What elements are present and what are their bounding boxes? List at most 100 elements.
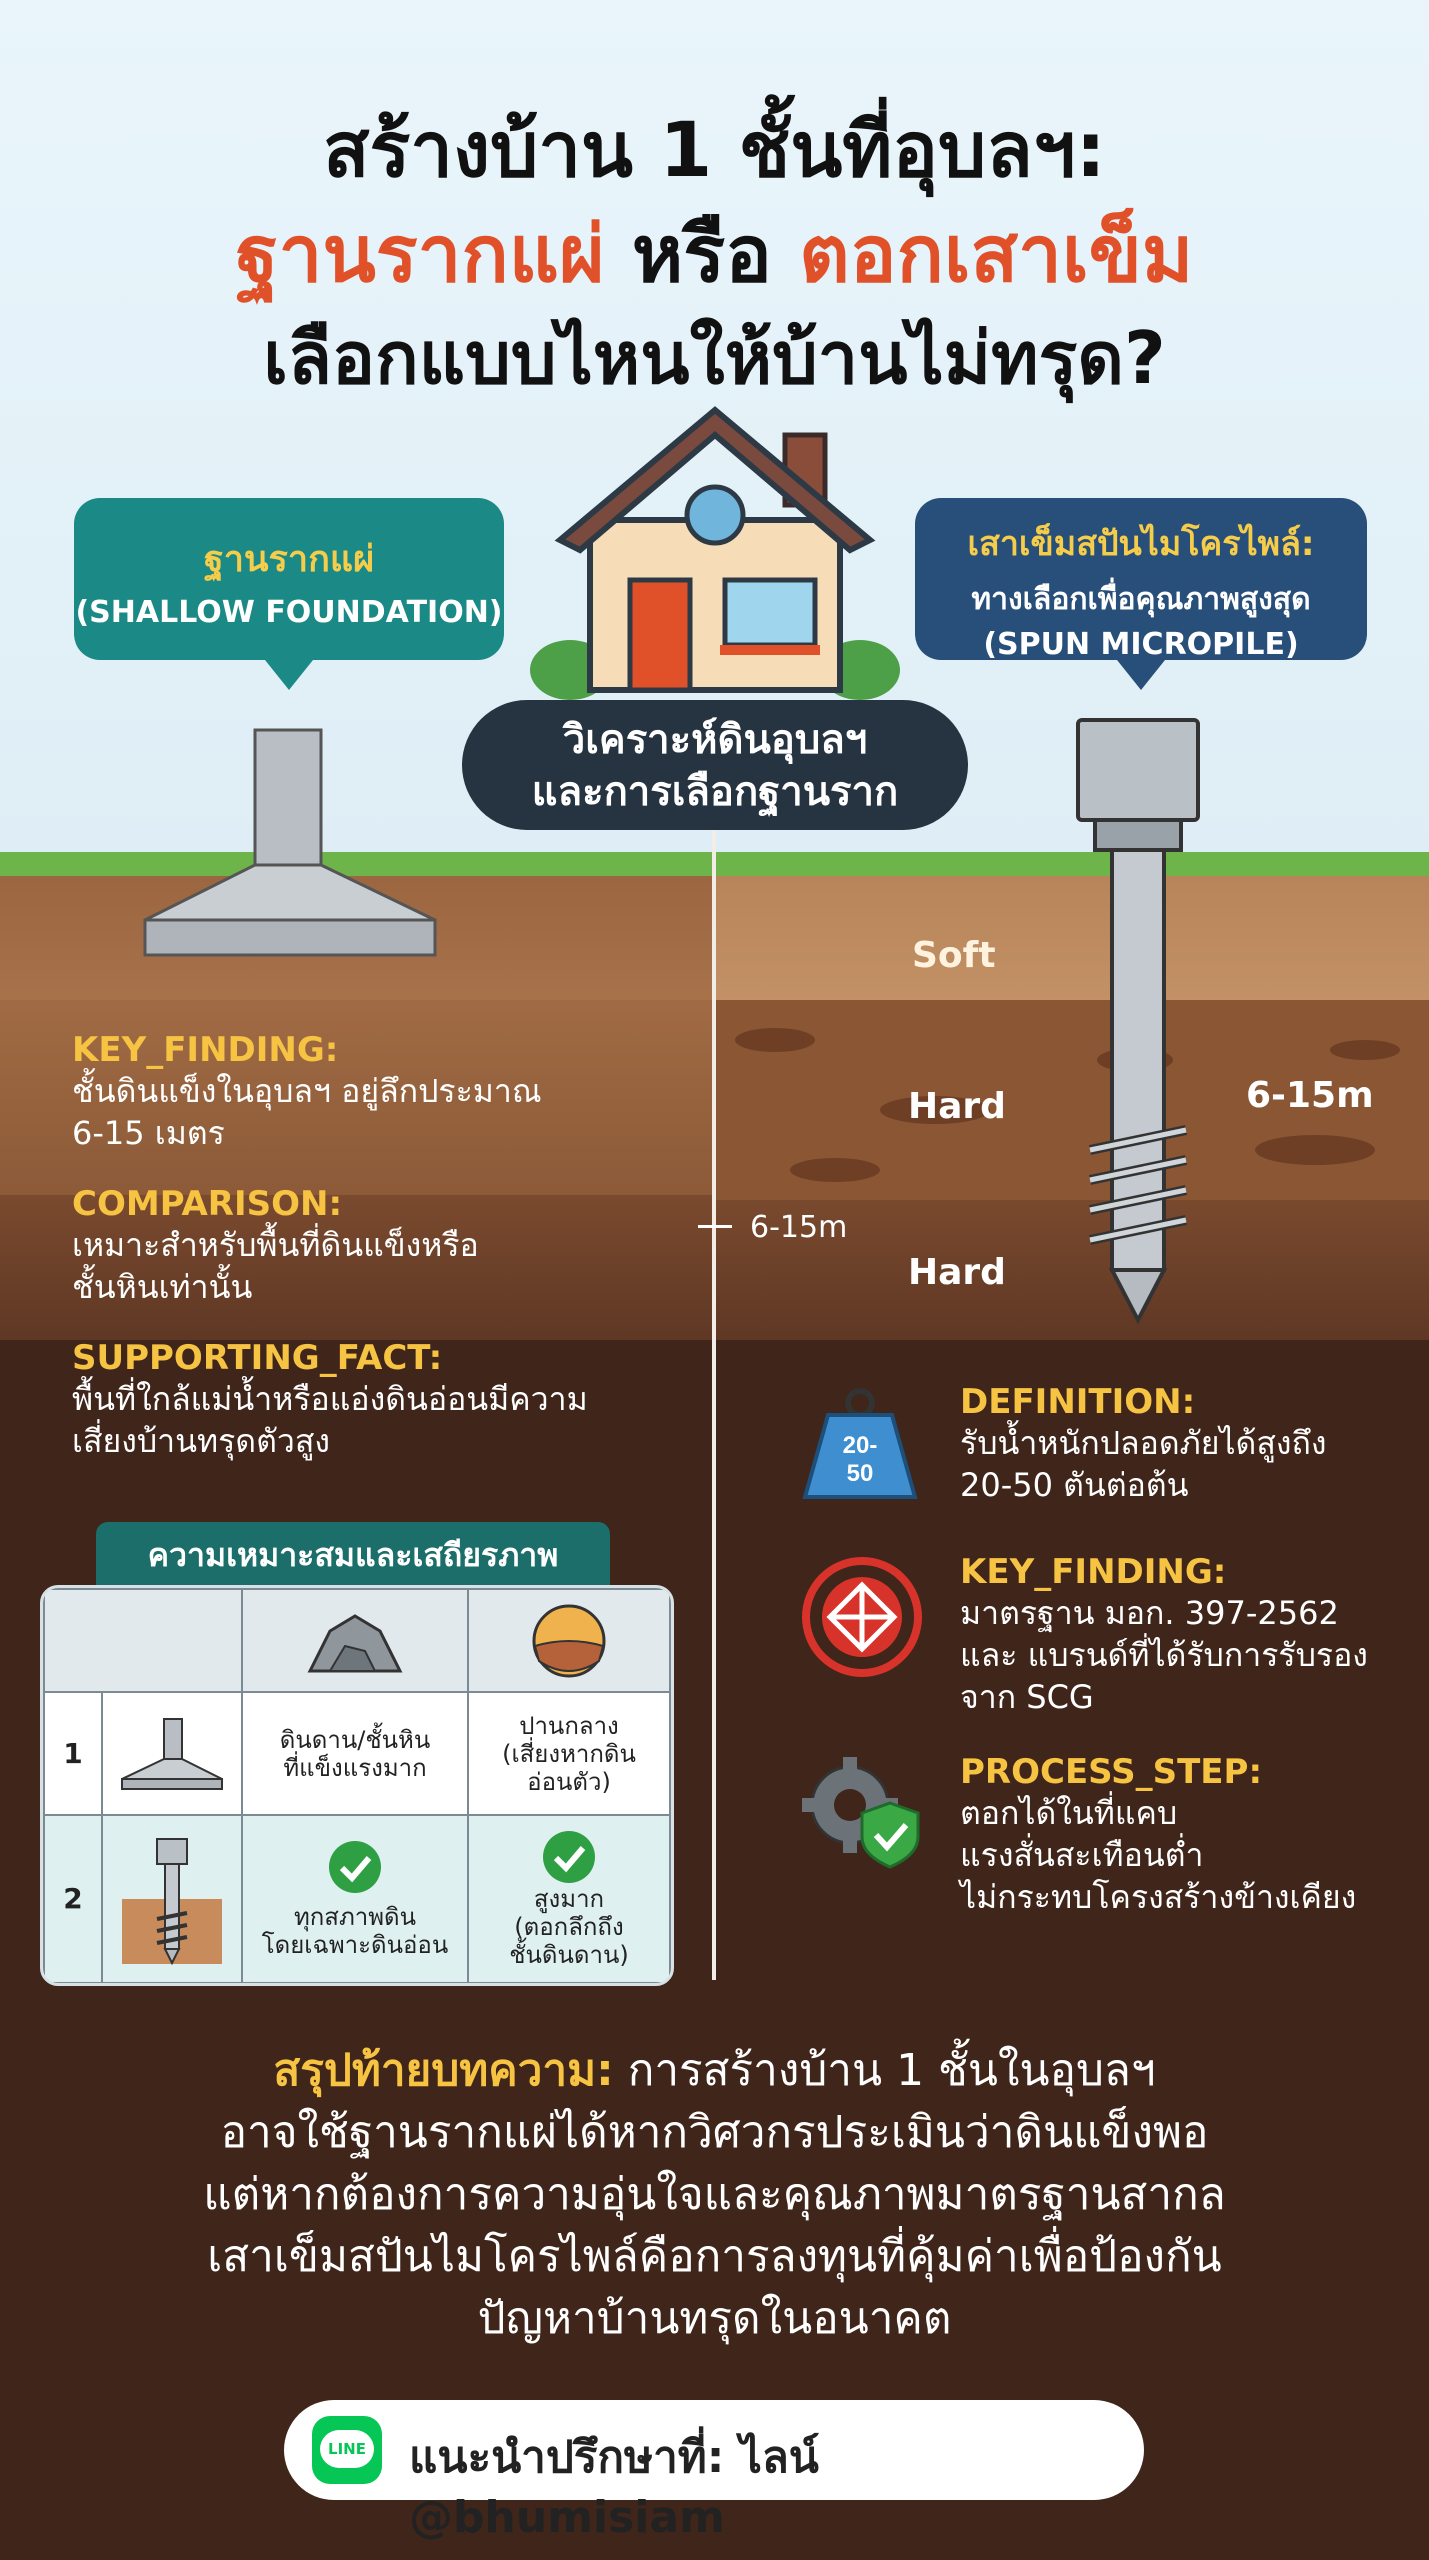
section-text: 20-50 ตันต่อต้น <box>960 1466 1189 1504</box>
table-header-rock <box>241 1588 469 1693</box>
line-app-icon: LINE <box>312 2416 382 2484</box>
check-icon <box>543 1831 595 1883</box>
footing-icon <box>121 1717 223 1790</box>
line-contact-pill[interactable]: LINE แนะนำปรึกษาที่: ไลน์ @bhumisiam <box>284 2400 1144 2543</box>
section-text: มาตรฐาน มอก. 397-2562 <box>960 1594 1339 1632</box>
section-text: พื้นที่ใกล้แม่น้ำหรือแอ่งดินอ่อนมีความ <box>72 1380 588 1418</box>
row2-rock-cell: ทุกสภาพดิน โดยเฉพาะดินอ่อน <box>241 1814 469 1983</box>
conclusion-block: สรุปท้ายบทความ: การสร้างบ้าน 1 ชั้นในอุบ… <box>60 2040 1369 2350</box>
suitability-table: 1 ดินดาน/ชั้นหิน ที่แข็งแรงมาก ปานกลาง (… <box>40 1585 674 1986</box>
soft-label: Soft <box>912 935 996 976</box>
section-label: KEY_FINDING: <box>72 1030 339 1070</box>
center-line-2: และการเลือกฐานราก <box>531 769 899 815</box>
section-text: และ แบรนด์ที่ได้รับการรับรอง <box>960 1636 1368 1674</box>
section-text: 6-15 เมตร <box>72 1114 225 1152</box>
title-line-3: เลือกแบบไหนให้บ้านไม่ทรุด? <box>263 316 1166 400</box>
shallow-subtitle: (SHALLOW FOUNDATION) <box>75 595 503 630</box>
rock-icon <box>307 1613 403 1672</box>
hard-label-2: Hard <box>908 1252 1006 1293</box>
soft-soil-band <box>715 876 1429 1001</box>
house-icon <box>530 406 900 700</box>
pile-icon <box>122 1838 222 1966</box>
row-icon-footing <box>101 1691 243 1816</box>
line-contact-text[interactable]: แนะนำปรึกษาที่: ไลน์ @bhumisiam <box>409 2432 819 2543</box>
section-text: ไม่กระทบโครงสร้างข้างเคียง <box>960 1878 1357 1916</box>
soil-analysis-pill: วิเคราะห์ดินอุบลฯ และการเลือกฐานราก <box>462 700 968 830</box>
micropile-bubble: เสาเข็มสปันไมโครไพล์: ทางเลือกเพื่อคุณภา… <box>915 498 1367 690</box>
center-line-1: วิเคราะห์ดินอุบลฯ <box>562 717 868 763</box>
title-line-1: สร้างบ้าน 1 ชั้นที่อุบลฯ: <box>323 105 1106 194</box>
left-key-finding: KEY_FINDING: ชั้นดินแข็งในอุบลฯ อยู่ลึกป… <box>72 1030 692 1154</box>
depth-label-right: 6-15m <box>1246 1075 1374 1116</box>
title-or: หรือ <box>604 210 800 300</box>
micropile-illustration <box>1076 718 1200 1325</box>
hard-soil-band <box>715 1000 1429 1200</box>
line-logo-text: LINE <box>320 2430 374 2468</box>
section-label: SUPPORTING_FACT: <box>72 1338 443 1378</box>
section-label: DEFINITION: <box>960 1382 1196 1422</box>
title-pile: ตอกเสาเข็ม <box>799 210 1194 300</box>
conclusion-line-2: อาจใช้ฐานรากแผ่ได้หากวิศวกรประเมินว่าดิน… <box>220 2107 1209 2158</box>
left-supporting-fact: SUPPORTING_FACT: พื้นที่ใกล้แม่น้ำหรือแอ… <box>72 1338 692 1462</box>
section-label: KEY_FINDING: <box>960 1552 1227 1592</box>
section-text: แรงสั่นสะเทือนต่ำ <box>960 1836 1204 1874</box>
section-text: เหมาะสำหรับพื้นที่ดินแข็งหรือ <box>72 1226 479 1264</box>
title-shallow: ฐานรากแผ่ <box>235 210 605 300</box>
section-text: ตอกได้ในที่แคบ <box>960 1794 1178 1832</box>
micropile-line2: ทางเลือกเพื่อคุณภาพสูงสุด <box>971 582 1311 617</box>
svg-text:20-: 20- <box>843 1432 878 1459</box>
suitability-table-heading: ความเหมาะสมและเสถียรภาพ <box>96 1522 610 1588</box>
table-header-empty <box>43 1588 243 1693</box>
section-text: รับน้ำหนักปลอดภัยได้สูงถึง <box>960 1424 1327 1462</box>
row-number: 2 <box>43 1814 103 1983</box>
cell-text: สูงมาก <box>533 1885 605 1913</box>
center-divider <box>712 800 716 1980</box>
section-text: จาก SCG <box>960 1678 1094 1716</box>
title-line-2: ฐานรากแผ่ หรือ ตอกเสาเข็ม <box>0 192 1429 316</box>
section-text: ชั้นดินแข็งในอุบลฯ อยู่ลึกประมาณ <box>72 1072 542 1110</box>
row2-soil-cell: สูงมาก (ตอกลึกถึง ชั้นดินดาน) <box>467 1814 671 1983</box>
cell-text: อ่อนตัว) <box>527 1767 611 1796</box>
cell-text: ปานกลาง <box>519 1711 619 1740</box>
cell-text: ชั้นดินดาน) <box>509 1941 629 1969</box>
micropile-title: เสาเข็มสปันไมโครไพล์: <box>967 524 1315 564</box>
conclusion-label: สรุปท้ายบทความ: <box>273 2045 614 2096</box>
conclusion-line-4: เสาเข็มสปันไมโครไพล์คือการลงทุนที่คุ้มค่… <box>207 2231 1222 2282</box>
row1-soil-cell: ปานกลาง (เสี่ยงหากดิน อ่อนตัว) <box>467 1691 671 1816</box>
cell-text: ทุกสภาพดิน <box>293 1903 417 1931</box>
soil-sample-icon <box>532 1604 606 1677</box>
row1-rock-cell: ดินดาน/ชั้นหิน ที่แข็งแรงมาก <box>241 1691 469 1816</box>
shallow-foundation-bubble: ฐานรากแผ่ (SHALLOW FOUNDATION) <box>74 498 504 690</box>
section-label: PROCESS_STEP: <box>960 1752 1263 1792</box>
conclusion-line-5: ปัญหาบ้านทรุดในอนาคต <box>477 2293 952 2344</box>
conclusion-line-1: สรุปท้ายบทความ: การสร้างบ้าน 1 ชั้นในอุบ… <box>60 2040 1369 2102</box>
check-icon <box>329 1841 381 1893</box>
cell-text: ดินดาน/ชั้นหิน <box>279 1725 431 1754</box>
right-process-step: PROCESS_STEP: ตอกได้ในที่แคบ แรงสั่นสะเท… <box>960 1752 1420 1918</box>
weight-icon: 20- 50 <box>802 1388 918 1499</box>
section-text: ชั้นหินเท่านั้น <box>72 1268 253 1306</box>
right-definition: DEFINITION: รับน้ำหนักปลอดภัยได้สูงถึง 2… <box>960 1382 1400 1506</box>
cell-text: (ตอกลึกถึง <box>514 1913 624 1941</box>
shallow-title: ฐานรากแผ่ <box>203 539 375 580</box>
conclusion-text: การสร้างบ้าน 1 ชั้นในอุบลฯ <box>613 2045 1156 2096</box>
certified-badge-icon <box>802 1557 922 1677</box>
cell-text: โดยเฉพาะดินอ่อน <box>261 1931 449 1959</box>
depth-tick <box>698 1225 732 1228</box>
hard-label-1: Hard <box>908 1086 1006 1127</box>
micropile-line3: (SPUN MICROPILE) <box>983 627 1299 662</box>
conclusion-line-3: แต่หากต้องการความอุ่นใจและคุณภาพมาตรฐานส… <box>203 2169 1226 2220</box>
right-key-finding: KEY_FINDING: มาตรฐาน มอก. 397-2562 และ แ… <box>960 1552 1420 1718</box>
shallow-footing-illustration <box>143 728 437 957</box>
depth-label-center: 6-15m <box>750 1210 848 1245</box>
svg-text:50: 50 <box>847 1460 874 1487</box>
row-number: 1 <box>43 1691 103 1816</box>
row-icon-pile <box>101 1814 243 1983</box>
table-header-soil <box>467 1588 671 1693</box>
gear-shield-icon <box>802 1757 920 1869</box>
left-comparison: COMPARISON: เหมาะสำหรับพื้นที่ดินแข็งหรื… <box>72 1184 692 1308</box>
cell-text: ที่แข็งแรงมาก <box>283 1753 427 1782</box>
section-text: เสี่ยงบ้านทรุดตัวสูง <box>72 1422 330 1460</box>
cell-text: (เสี่ยงหากดิน <box>502 1739 636 1768</box>
section-label: COMPARISON: <box>72 1184 343 1224</box>
